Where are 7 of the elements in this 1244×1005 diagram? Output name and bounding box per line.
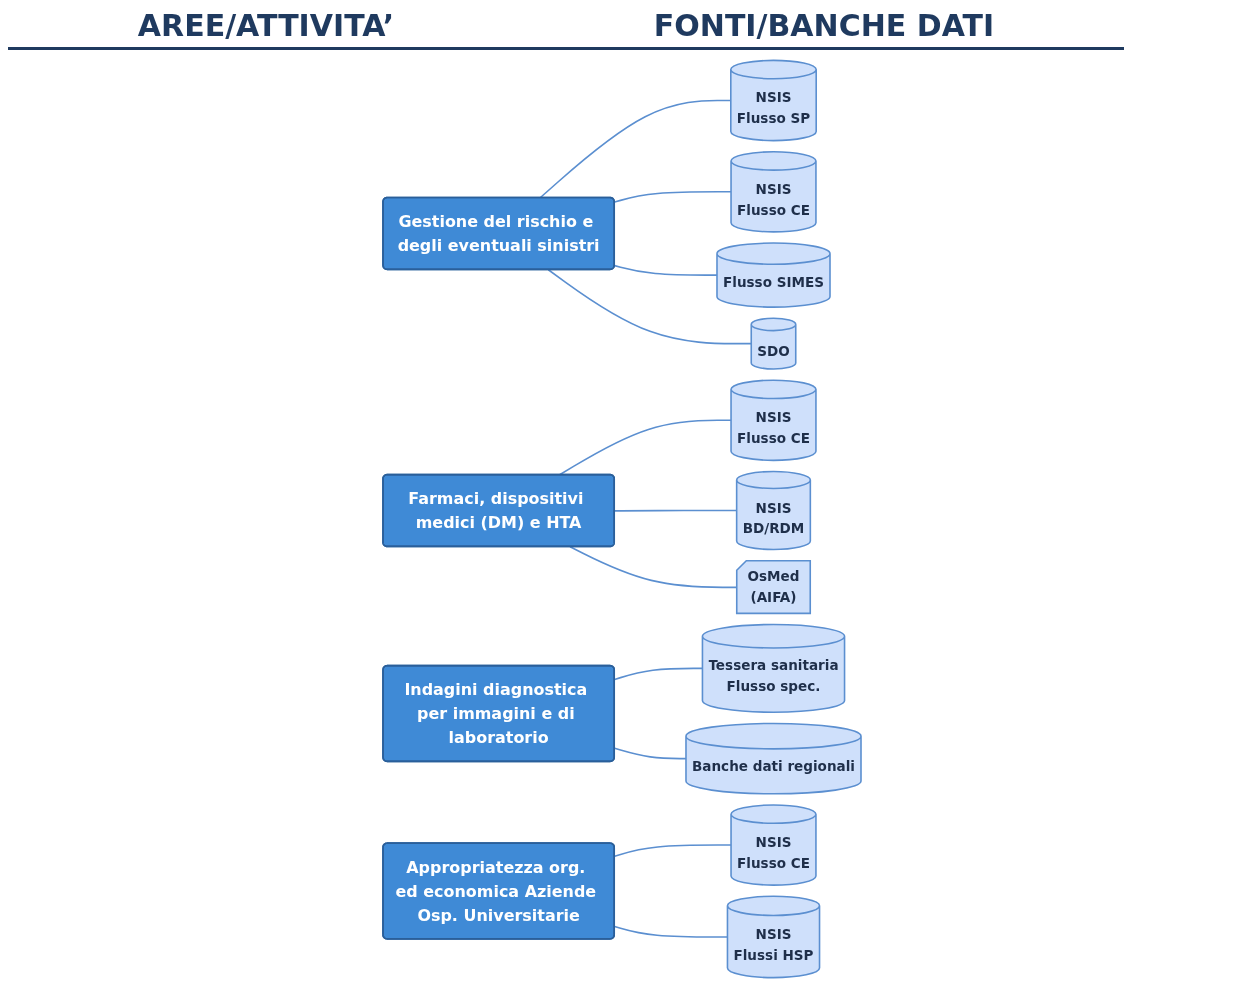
- column-heading: AREE/ATTIVITA’: [137, 8, 395, 43]
- connector: [558, 419, 732, 476]
- connector: [613, 191, 732, 203]
- connector: [539, 99, 732, 199]
- connector: [613, 264, 718, 276]
- connector: [547, 268, 753, 345]
- column-heading: FONTI/BANCHE DATI: [653, 8, 995, 43]
